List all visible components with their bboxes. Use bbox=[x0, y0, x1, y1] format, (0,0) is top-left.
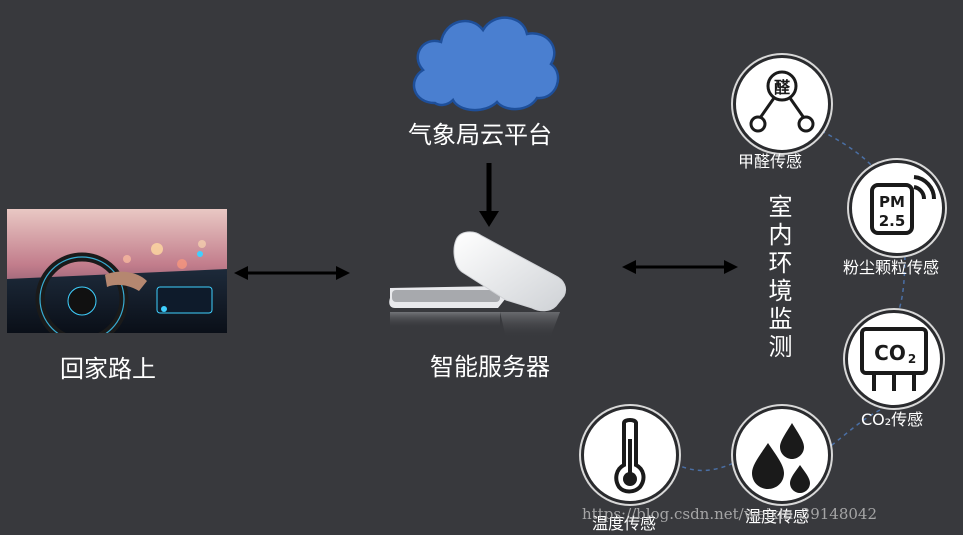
pm-glyph: PM bbox=[879, 193, 905, 211]
pm25-sensor-icon: PM 2.5 bbox=[849, 160, 945, 256]
pm-25-glyph: 2.5 bbox=[879, 212, 906, 230]
cloud-icon bbox=[412, 16, 560, 112]
formaldehyde-sensor-icon: 醛 bbox=[733, 55, 831, 153]
cloud-to-server-arrow bbox=[479, 163, 499, 227]
car-server-arrow bbox=[234, 266, 350, 280]
smart-server-device bbox=[350, 228, 608, 353]
pm25-sensor-label: 粉尘颗粒传感 bbox=[843, 258, 940, 277]
watermark-url: https://blog.csdn.net/weixin_39148042 bbox=[582, 505, 878, 523]
temperature-sensor-label: 温度传感 bbox=[592, 514, 657, 533]
co2-main-glyph: CO bbox=[874, 341, 906, 365]
formaldehyde-sensor-label: 甲醛传感 bbox=[738, 152, 803, 171]
indoor-monitoring-label: 室内环境监测 bbox=[764, 194, 792, 362]
server-indoor-arrow bbox=[622, 260, 738, 274]
server-label: 智能服务器 bbox=[430, 353, 550, 381]
cloud-platform-label: 气象局云平台 bbox=[408, 121, 552, 149]
humidity-sensor-label: 湿度传感 bbox=[745, 507, 810, 526]
temperature-sensor-icon bbox=[581, 406, 679, 504]
car-dashboard-image bbox=[7, 209, 227, 333]
co2-sub-glyph: 2 bbox=[908, 352, 916, 366]
formaldehyde-glyph: 醛 bbox=[774, 78, 791, 97]
humidity-sensor-icon bbox=[733, 406, 831, 504]
co2-sensor-label: CO₂传感 bbox=[861, 410, 924, 429]
co2-sensor-icon: CO 2 bbox=[845, 310, 943, 408]
car-label: 回家路上 bbox=[60, 355, 156, 383]
